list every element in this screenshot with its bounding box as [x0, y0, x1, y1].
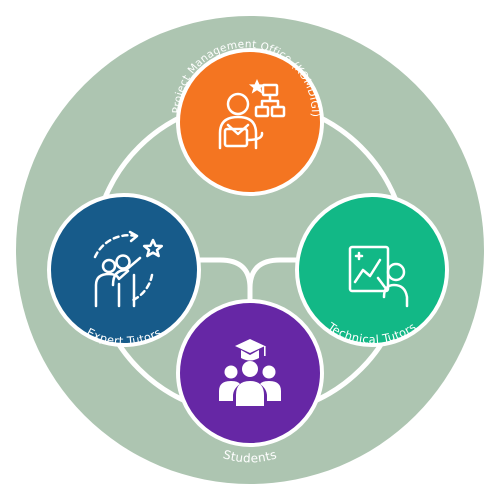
students-label: Students — [222, 447, 279, 465]
pmo-circle — [176, 48, 324, 196]
connector-right-branch — [247, 257, 318, 291]
graduates-group-icon — [219, 339, 281, 406]
node-expert-tutors[interactable]: Expert Tutors — [47, 193, 201, 348]
teacher-board-icon — [348, 245, 409, 308]
node-students[interactable]: Students — [176, 299, 324, 465]
students-label-path: Students — [222, 447, 279, 465]
background-disc — [16, 16, 484, 484]
technical-tutors-circle — [295, 193, 449, 347]
node-technical-tutors[interactable]: Technical Tutors — [295, 193, 449, 347]
achievement-star-icon — [93, 230, 164, 308]
manager-org-chart-icon — [218, 79, 286, 150]
